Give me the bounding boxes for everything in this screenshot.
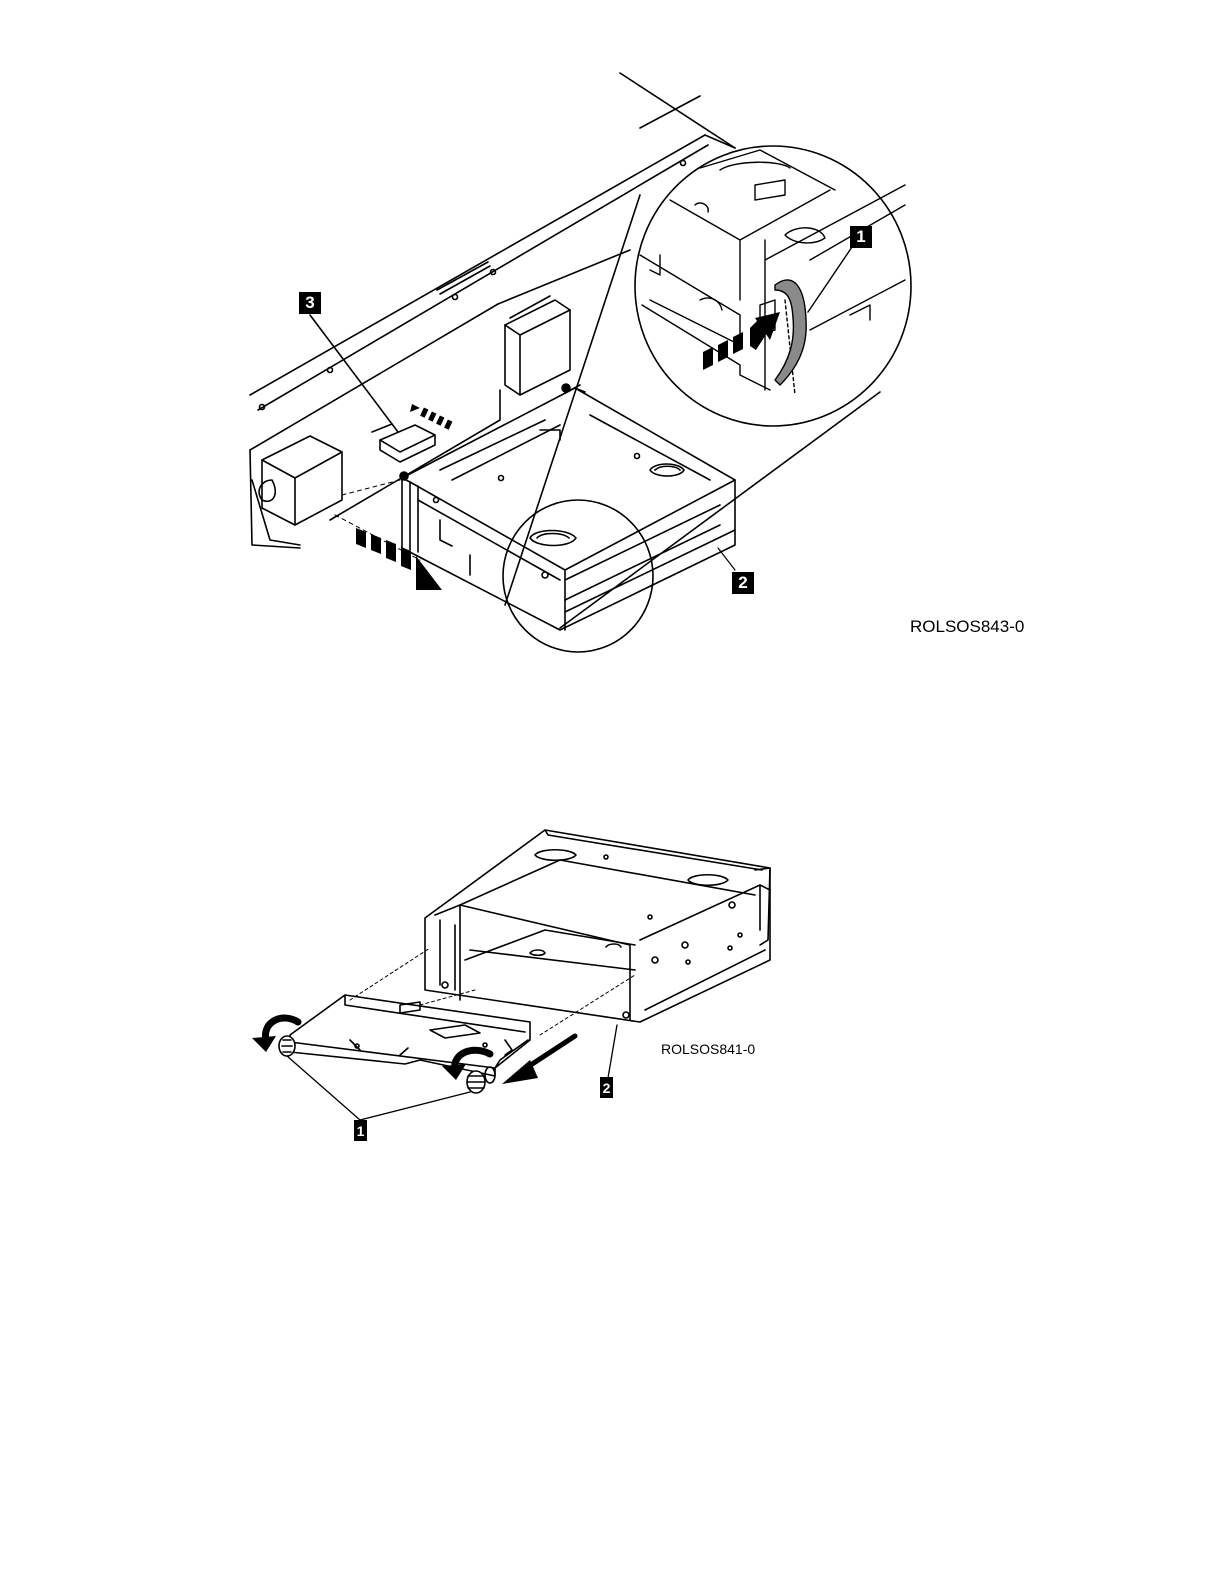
zoom-detail <box>640 150 905 395</box>
rotate-arrow-left <box>252 1018 298 1052</box>
chassis-bracket-left <box>252 436 342 545</box>
chassis-bracket-right <box>505 296 570 395</box>
callout-leaders <box>718 548 735 570</box>
insert-arrow-large <box>356 528 442 590</box>
callout-leaders-2 <box>287 1025 617 1120</box>
drive-tray <box>290 995 530 1076</box>
callout-3-figure-1: 3 <box>299 292 321 314</box>
callout-1-figure-1: 1 <box>850 226 872 248</box>
callout-2-figure-1: 2 <box>732 572 754 594</box>
callout-2-figure-2: 2 <box>600 1077 613 1098</box>
remove-arrow <box>502 1036 575 1084</box>
server-chassis <box>250 73 735 548</box>
cable-connector <box>310 315 435 462</box>
guide-lines-2 <box>350 948 635 1035</box>
figure-1-id-label: ROLSOS843-0 <box>910 617 1024 637</box>
figure-2-id-label: ROLSOS841-0 <box>661 1041 755 1057</box>
callout-1-figure-2: 1 <box>354 1120 367 1141</box>
thumbscrew-right <box>467 1067 495 1093</box>
zoom-push-arrow <box>703 312 780 370</box>
thumbscrew-left <box>279 1036 295 1056</box>
zoom-connector-lines <box>505 195 880 628</box>
zoom-circle-large <box>635 146 911 426</box>
figure-1-drawing <box>0 0 1224 700</box>
rotate-arrow-right <box>442 1050 490 1080</box>
drive-cage-open <box>425 830 770 1022</box>
latch-lever <box>775 280 806 385</box>
